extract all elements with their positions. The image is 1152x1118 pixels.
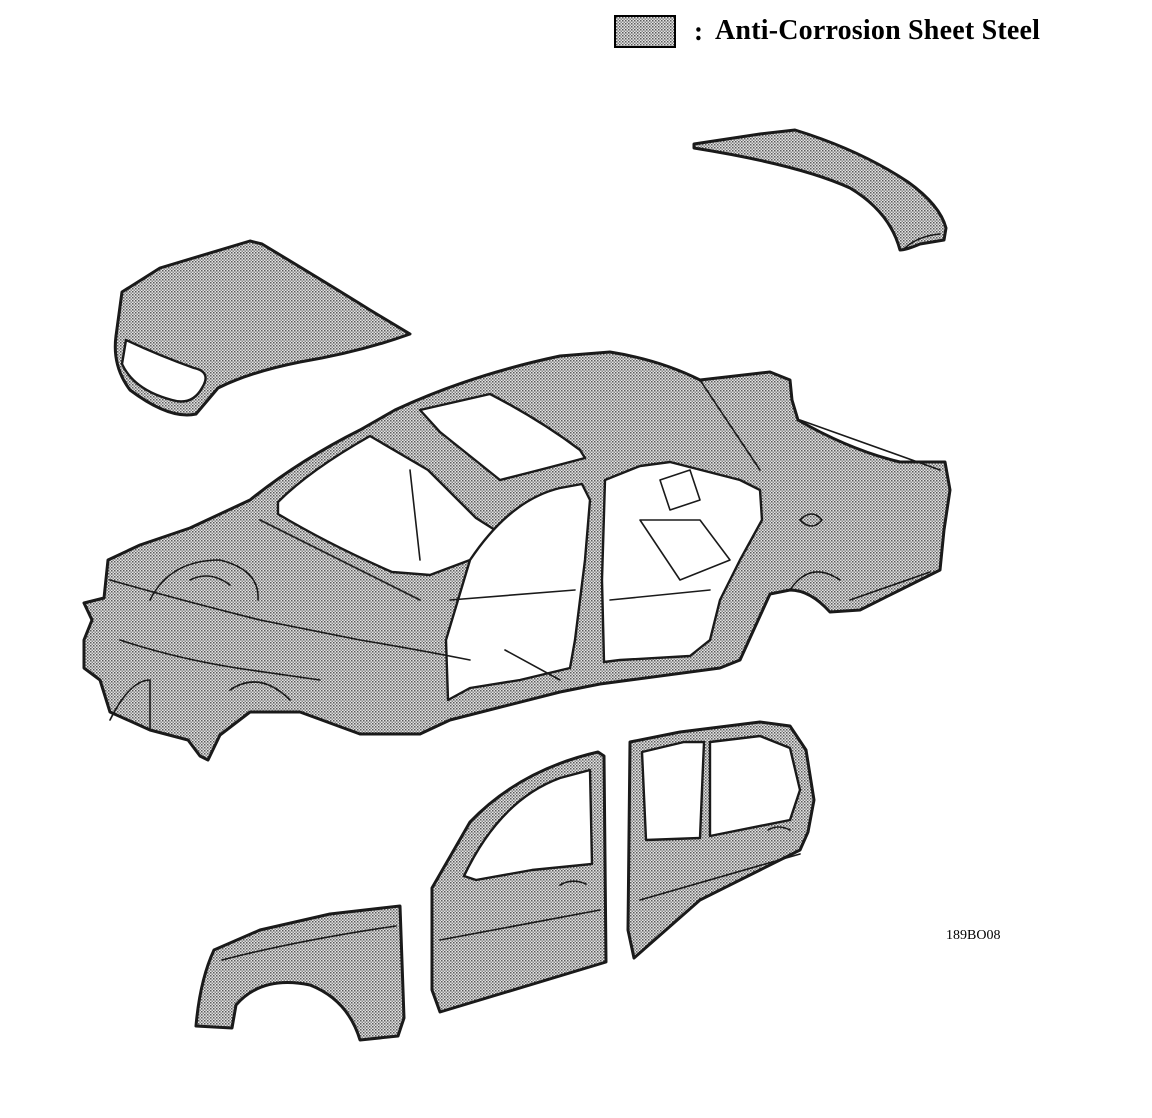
legend-label: Anti-Corrosion Sheet Steel xyxy=(715,15,1041,46)
front-fender xyxy=(194,904,406,1042)
legend-swatch xyxy=(614,14,676,48)
body-shell xyxy=(82,350,952,762)
legend: : Anti-Corrosion Sheet Steel xyxy=(614,12,1040,50)
rear-door xyxy=(626,720,816,960)
front-door xyxy=(430,750,608,1014)
figure-code: 189BO08 xyxy=(946,928,1001,943)
hood xyxy=(113,239,412,417)
legend-colon: : xyxy=(694,15,703,46)
trunk-lid xyxy=(692,128,948,252)
